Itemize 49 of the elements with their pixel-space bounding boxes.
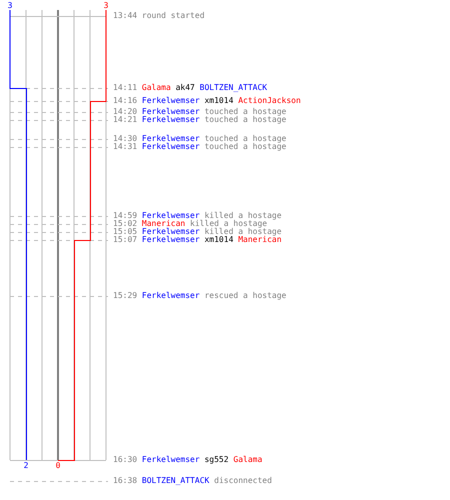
timestamp: 16:38 xyxy=(113,476,138,486)
event-text: round started xyxy=(142,11,205,21)
event-text: touched a hostage xyxy=(204,134,286,143)
player-name: Ferkelwemser xyxy=(142,227,200,236)
player-name: Ferkelwemser xyxy=(142,142,200,152)
timestamp: 15:07 xyxy=(113,235,138,245)
player-name: Ferkelwemser xyxy=(142,291,200,301)
player-name: Ferkelwemser xyxy=(142,96,200,106)
player-name: BOLTZEN_ATTACK xyxy=(200,83,268,93)
player-name: Ferkelwemser xyxy=(142,134,200,143)
weapon-name: sg552 xyxy=(204,455,229,465)
player-name: Galama xyxy=(233,455,262,465)
timestamp: 14:16 xyxy=(113,96,138,106)
player-name: Ferkelwemser xyxy=(142,211,200,220)
weapon-name: xm1014 xyxy=(204,235,234,245)
event-text: disconnected xyxy=(214,476,272,486)
timestamp: 15:05 xyxy=(113,227,138,236)
player-name: Ferkelwemser xyxy=(142,115,200,125)
timestamp: 15:02 xyxy=(113,219,138,228)
event-text: touched a hostage xyxy=(204,115,286,125)
player-name: Ferkelwemser xyxy=(142,235,200,245)
event-text: killed a hostage xyxy=(204,227,282,236)
player-name: ActionJackson xyxy=(238,96,301,106)
player-name: Ferkelwemser xyxy=(142,107,200,116)
event-text: touched a hostage xyxy=(204,142,286,152)
timestamp: 14:11 xyxy=(113,83,138,93)
player-name: Ferkelwemser xyxy=(142,455,200,465)
weapon-name: ak47 xyxy=(176,83,195,93)
player-name: Manerican xyxy=(238,235,282,245)
timestamp: 16:30 xyxy=(113,455,138,465)
score-number: 3 xyxy=(104,2,108,10)
event-text: touched a hostage xyxy=(204,107,286,116)
player-name: Galama xyxy=(142,83,171,93)
player-name: BOLTZEN_ATTACK xyxy=(142,476,210,486)
timestamp: 14:21 xyxy=(113,115,138,125)
timestamp: 15:29 xyxy=(113,291,138,301)
event-text: killed a hostage xyxy=(204,211,282,220)
event-text: killed a hostage xyxy=(190,219,268,228)
score-number: 2 xyxy=(24,462,28,470)
timestamp: 14:59 xyxy=(113,211,138,220)
timestamp: 13:44 xyxy=(113,11,138,21)
timestamp: 14:20 xyxy=(113,107,138,116)
timestamp: 14:30 xyxy=(113,134,138,143)
score-number: 3 xyxy=(8,2,12,10)
weapon-name: xm1014 xyxy=(204,96,234,106)
event-text: rescued a hostage xyxy=(204,291,286,301)
player-name: Manerican xyxy=(142,219,186,228)
score-number: 0 xyxy=(56,462,60,470)
timestamp: 14:31 xyxy=(113,142,138,152)
